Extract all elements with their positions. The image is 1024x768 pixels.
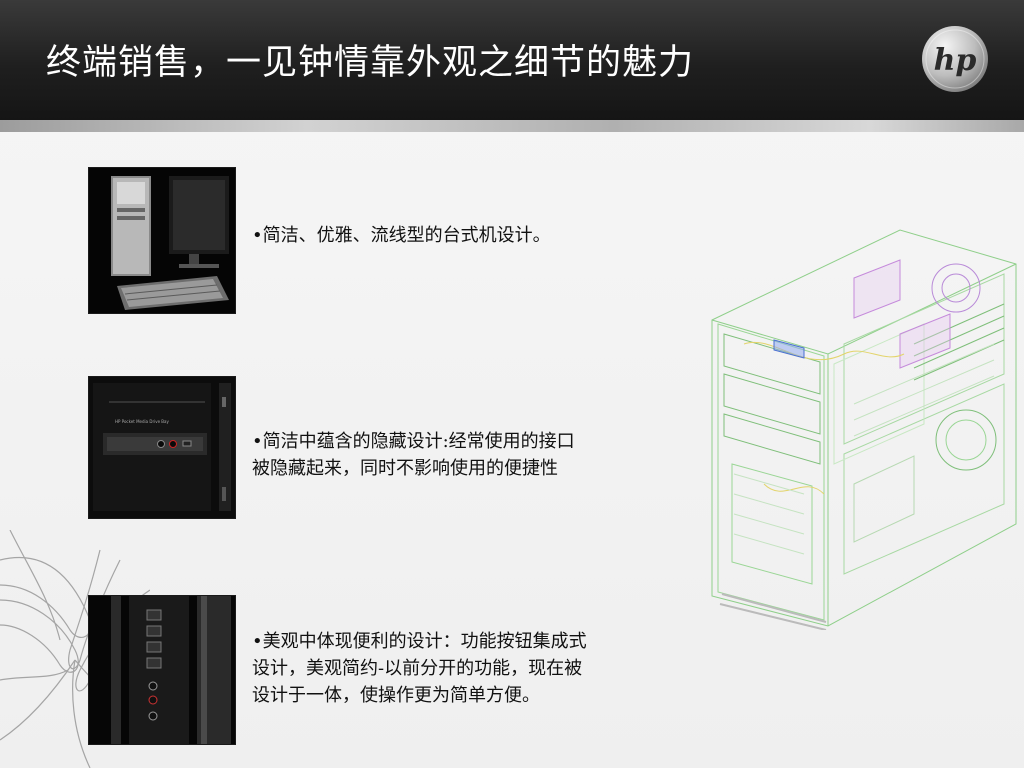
feature-3-line-1: •美观中体现便利的设计：功能按钮集成式	[252, 631, 587, 652]
thumbnail-desktop-design	[88, 167, 236, 314]
hp-logo-text: hp	[934, 43, 977, 78]
slide-title: 终端销售，一见钟情靠外观之细节的魅力	[46, 43, 695, 83]
feature-3-line-2: 设计，美观简约-以前分开的功能，现在被	[252, 658, 583, 679]
drive-bay-label: HP Pocket Media Drive Bay	[115, 419, 169, 424]
feature-2-line-2: 被隐藏起来，同时不影响使用的便捷性	[252, 458, 558, 479]
thumbnail-hidden-ports: HP Pocket Media Drive Bay	[88, 376, 236, 519]
chassis-wireframe-illustration	[711, 229, 1017, 630]
feature-text-1: •简洁、优雅、流线型的台式机设计。	[252, 222, 672, 249]
hp-logo-icon: hp	[922, 26, 988, 92]
feature-3-line-3: 设计于一体，使操作更为简单方便。	[252, 685, 540, 706]
feature-2-line-1: •简洁中蕴含的隐藏设计:经常使用的接口	[252, 431, 575, 452]
header-divider	[0, 120, 1024, 132]
header-bar	[0, 0, 1024, 120]
feature-text-2: •简洁中蕴含的隐藏设计:经常使用的接口 被隐藏起来，同时不影响使用的便捷性	[252, 428, 672, 482]
feature-text-3: •美观中体现便利的设计：功能按钮集成式 设计，美观简约-以前分开的功能，现在被 …	[252, 628, 672, 709]
feature-1-line-1: •简洁、优雅、流线型的台式机设计。	[252, 225, 551, 246]
thumbnail-integrated-buttons	[88, 595, 236, 745]
